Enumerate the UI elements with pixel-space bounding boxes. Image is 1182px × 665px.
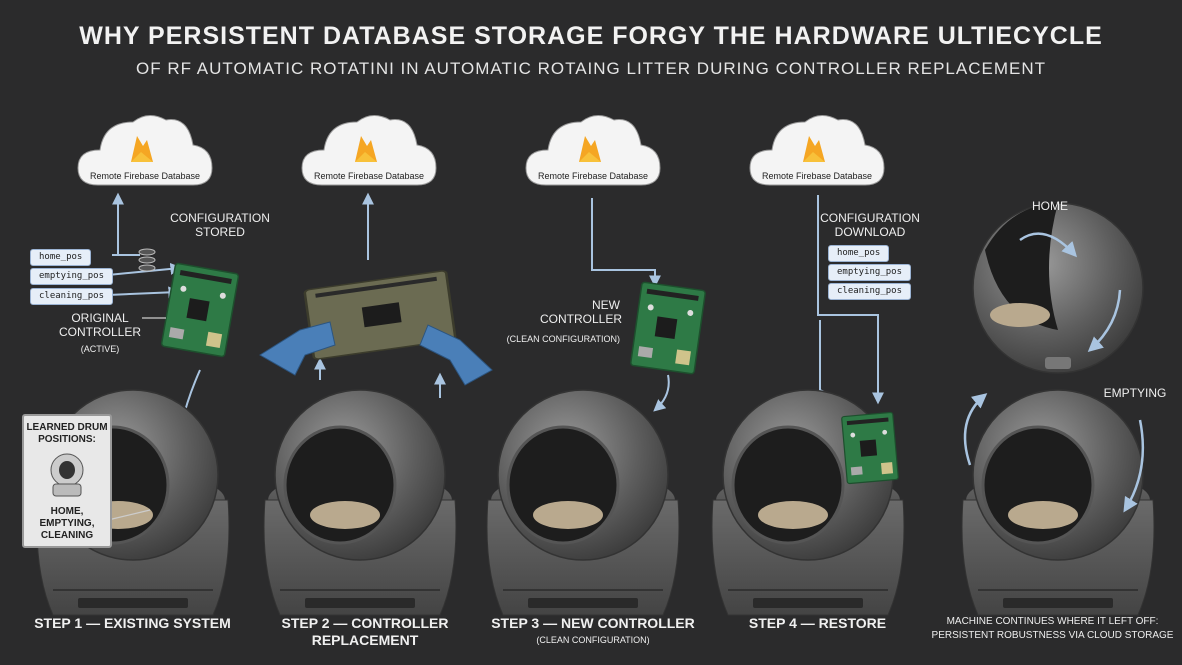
original-controller-sub: (ACTIVE)	[80, 344, 120, 354]
result-robot	[960, 202, 1156, 617]
chip-cleaning-pos: cleaning_pos	[828, 283, 912, 300]
config-download-label: CONFIGURATION DOWNLOAD	[820, 211, 920, 239]
cloud-step4: Remote Firebase Database	[750, 110, 884, 190]
cloud-label: Remote Firebase Database	[761, 171, 873, 181]
cloud-label: Remote Firebase Database	[537, 171, 649, 181]
step2-caption: STEP 2 — CONTROLLER REPLACEMENT	[281, 615, 449, 648]
original-controller-label: ORIGINAL CONTROLLER	[58, 311, 141, 339]
cloud-step1: Remote Firebase Database	[78, 110, 212, 190]
callout-body: HOME, EMPTYING, CLEANING	[39, 506, 95, 541]
step1-caption: STEP 1 — EXISTING SYSTEM	[34, 615, 231, 631]
diagram-title: WHY PERSISTENT DATABASE STORAGE FORGY TH…	[79, 22, 1103, 50]
home-label: HOME	[1032, 199, 1068, 213]
new-controller-label: NEW CONTROLLER	[540, 298, 623, 326]
cloud-label: Remote Firebase Database	[313, 171, 425, 181]
learned-positions-callout: LEARNED DRUM POSITIONS: HOME, EMPTYING, …	[22, 414, 112, 548]
diagram-subtitle: OF RF AUTOMATIC ROTATINI IN AUTOMATIC RO…	[135, 59, 1047, 78]
chip-emptying-pos: emptying_pos	[30, 268, 114, 285]
chip-emptying-pos: emptying_pos	[828, 264, 912, 281]
litter-robot	[485, 388, 681, 617]
step3-caption: STEP 3 — NEW CONTROLLER	[491, 615, 695, 631]
drum-icon	[50, 453, 84, 497]
cloud-step3: Remote Firebase Database	[526, 110, 660, 190]
new-controller-sub: (CLEAN CONFIGURATION)	[506, 334, 620, 344]
callout-title: LEARNED DRUM POSITIONS:	[26, 422, 108, 445]
chip-home-pos: home_pos	[30, 249, 92, 266]
cloud-step2: Remote Firebase Database	[302, 110, 436, 190]
config-stored-label: CONFIGURATION STORED	[170, 211, 270, 239]
step4-caption: STEP 4 — RESTORE	[748, 615, 887, 631]
chip-cleaning-pos: cleaning_pos	[30, 288, 114, 305]
chip-home-pos: home_pos	[828, 245, 890, 262]
result-footer: MACHINE CONTINUES WHERE IT LEFT OFF: PER…	[931, 616, 1174, 641]
litter-robot	[262, 388, 458, 617]
step3-caption-sub: (CLEAN CONFIGURATION)	[536, 635, 650, 645]
cloud-shape	[77, 115, 885, 186]
cloud-label: Remote Firebase Database	[89, 171, 201, 181]
emptying-label: EMPTYING	[1103, 386, 1167, 400]
